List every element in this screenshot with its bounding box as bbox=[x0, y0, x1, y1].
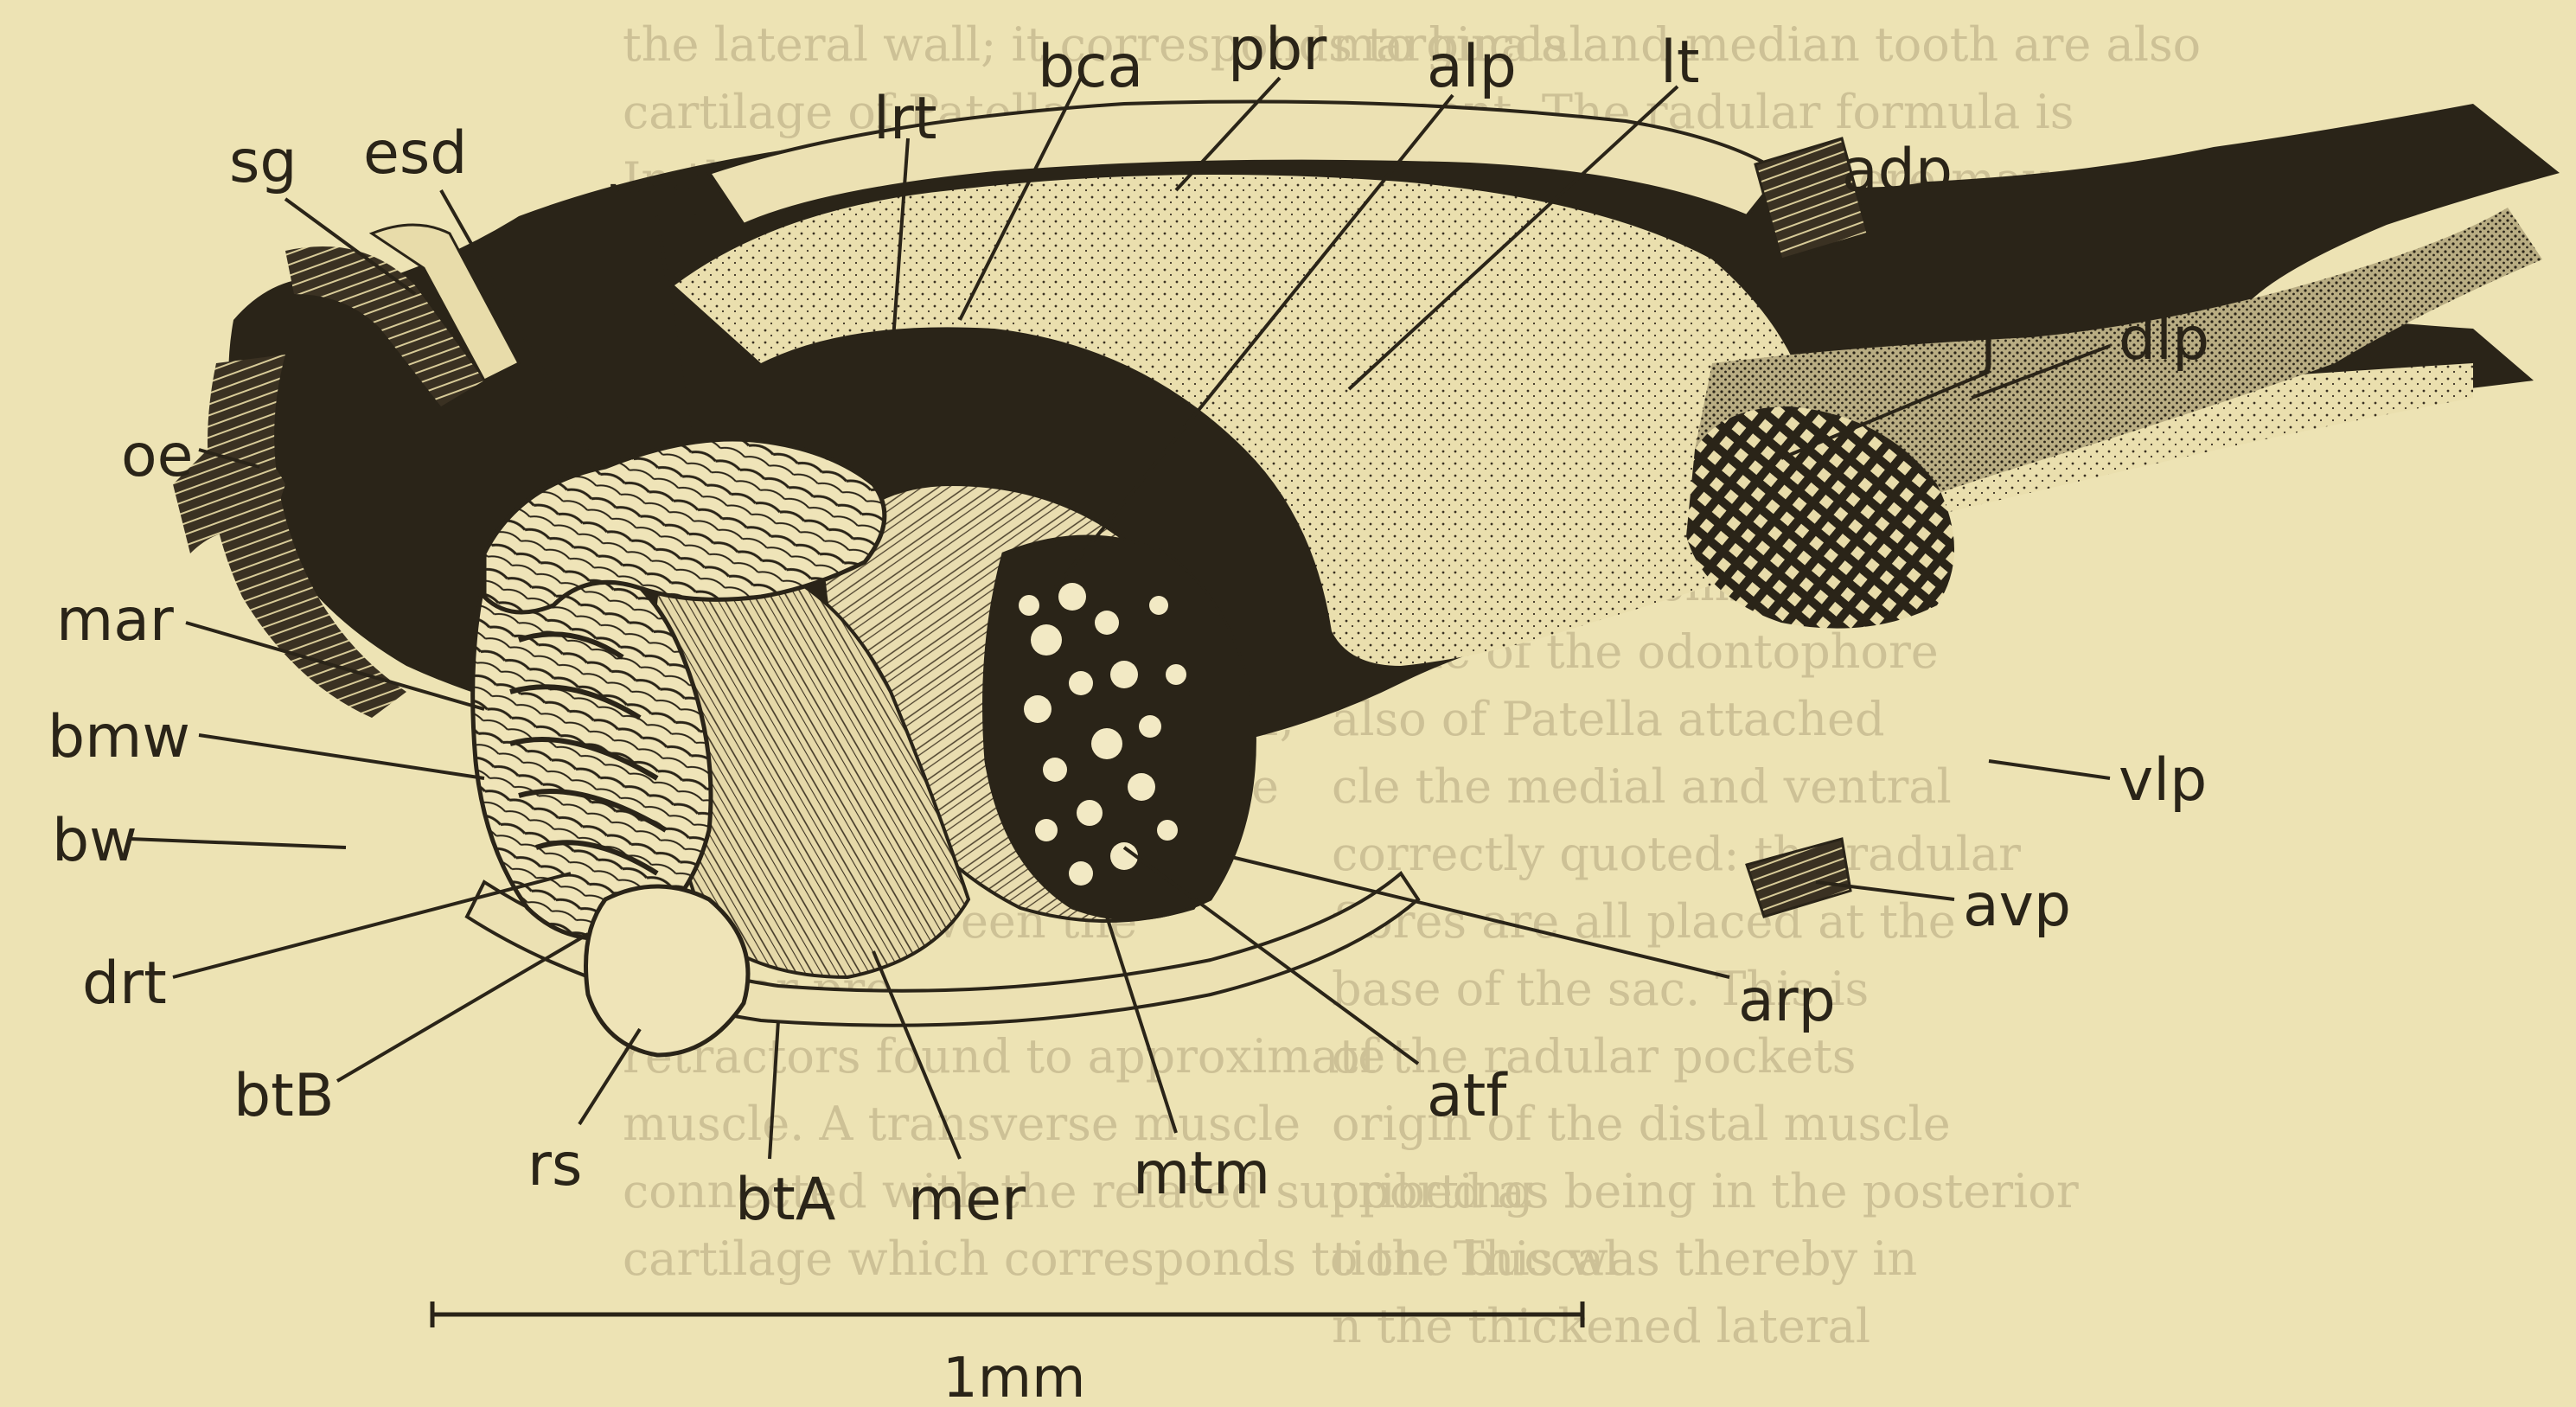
label-dlp: dlp bbox=[2119, 305, 2209, 374]
background-text-line: n the thickened lateral bbox=[1332, 1299, 1870, 1353]
label-lrt: lrt bbox=[873, 85, 937, 153]
label-avp: avp bbox=[1963, 872, 2071, 940]
background-text-line: correctly quoted: the radular bbox=[1332, 827, 2021, 881]
label-mer: mer bbox=[908, 1166, 1026, 1234]
label-bmw: bmw bbox=[48, 703, 190, 771]
buccal-mass-drawing bbox=[173, 102, 2560, 1056]
label-mrt: mrt bbox=[605, 163, 710, 231]
label-drt: drt bbox=[82, 950, 167, 1018]
label-bca: bca bbox=[1038, 33, 1143, 101]
scale-bar-label: 1mm bbox=[943, 1346, 1085, 1407]
label-mtm: mtm bbox=[1133, 1140, 1270, 1208]
label-j: j bbox=[1978, 310, 1997, 378]
label-mar: mar bbox=[56, 586, 174, 655]
label-alp: alp bbox=[1427, 33, 1517, 101]
label-arp: arp bbox=[1738, 967, 1836, 1035]
background-text-line: cle the medial and ventral bbox=[1332, 759, 1952, 814]
label-btA: btA bbox=[735, 1166, 835, 1234]
label-oe: oe bbox=[121, 422, 193, 490]
label-lt: lt bbox=[1660, 29, 1700, 97]
background-text-line: tion. This was thereby in bbox=[1332, 1231, 1917, 1286]
background-text-line: origin of the distal muscle bbox=[1332, 1097, 1951, 1151]
background-text-line: also of Patella attached bbox=[1332, 692, 1885, 746]
label-rs: rs bbox=[527, 1131, 582, 1199]
label-pbr: pbr bbox=[1228, 16, 1326, 84]
label-bw: bw bbox=[52, 807, 137, 875]
label-esd: esd bbox=[363, 119, 467, 188]
label-btB: btB bbox=[233, 1062, 334, 1130]
label-sg: sg bbox=[229, 128, 297, 196]
label-atf: atf bbox=[1427, 1062, 1508, 1130]
label-adp: adp bbox=[1842, 137, 1953, 205]
background-text-line: retractors found to approximate bbox=[623, 1029, 1385, 1084]
label-vlp: vlp bbox=[2119, 746, 2207, 815]
radular-sac-tip bbox=[586, 886, 749, 1055]
background-text-line: cribed as being in the posterior bbox=[1332, 1164, 2079, 1218]
